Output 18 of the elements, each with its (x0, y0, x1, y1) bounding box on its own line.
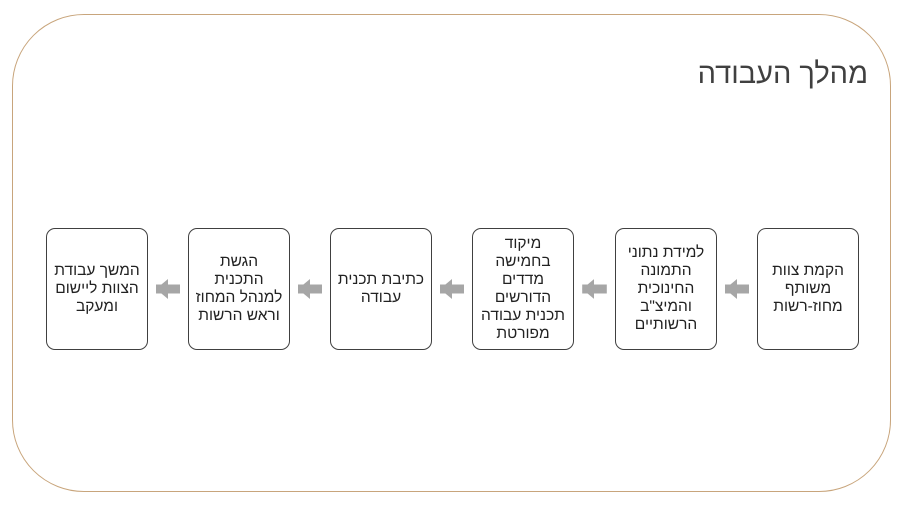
process-box (46, 228, 148, 350)
block-arrow (156, 279, 180, 299)
process-box (615, 228, 717, 350)
step-text: הקמת צוות משותף מחוז-רשות (771, 262, 845, 316)
process-box (330, 228, 432, 350)
step-text: המשך עבודת הצוות ליישום ומעקב (53, 262, 141, 316)
step-text: כתיבת תכנית עבודה (337, 271, 425, 307)
block-arrow (298, 279, 322, 299)
process-box (188, 228, 290, 350)
process-box (472, 228, 574, 350)
slide-title: מהלך העבודה (698, 58, 868, 91)
step-text: מיקוד בחמישה מדדים הדורשים תכנית עבודה מפורטת (480, 235, 566, 343)
block-arrow (440, 279, 464, 299)
step-text: למידת נתוני התמונה החינוכית והמיצ"ב הרשותיים (626, 244, 706, 334)
block-arrow (582, 279, 607, 299)
step-text: הגשת התכנית למנהל המחוז וראש הרשות (195, 253, 283, 325)
block-arrow (725, 279, 749, 299)
process-box (757, 228, 859, 350)
